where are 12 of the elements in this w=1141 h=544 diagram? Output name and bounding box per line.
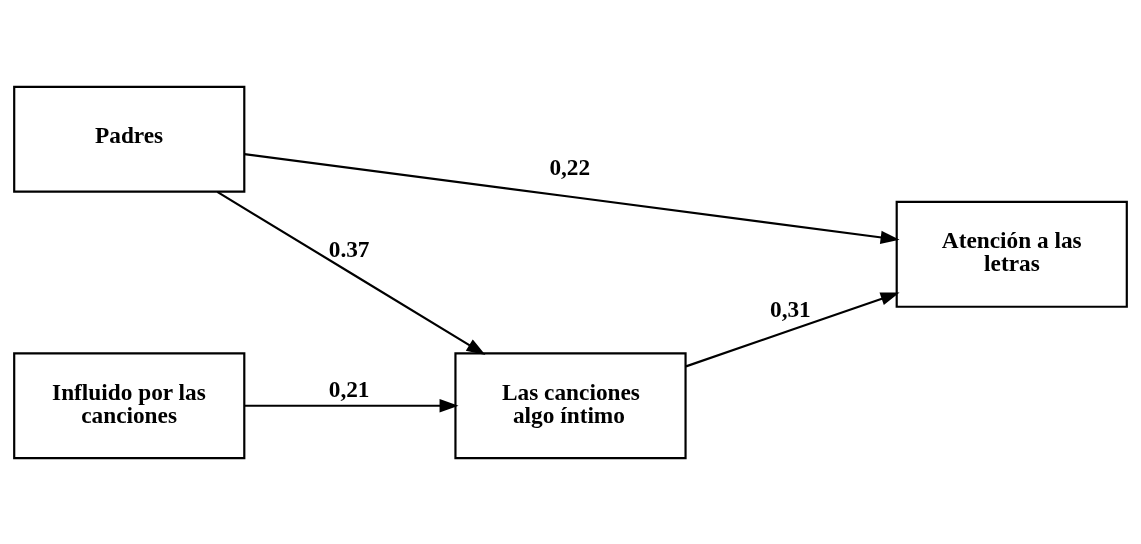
edge-label: 0.37 [328,235,370,262]
edge-label: 0,31 [770,295,811,322]
edge-label: 0,22 [549,153,591,180]
node-box: Atención a las letras [895,200,1128,308]
node-box: Padres [13,85,246,193]
arrow [244,398,459,412]
arrow [244,152,900,244]
node-box: Las canciones algo íntimo [454,351,687,459]
node-box: Influido por las canciones [13,351,246,459]
arrow [216,190,486,355]
edge-label: 0,21 [328,375,370,402]
arrow [685,291,900,367]
